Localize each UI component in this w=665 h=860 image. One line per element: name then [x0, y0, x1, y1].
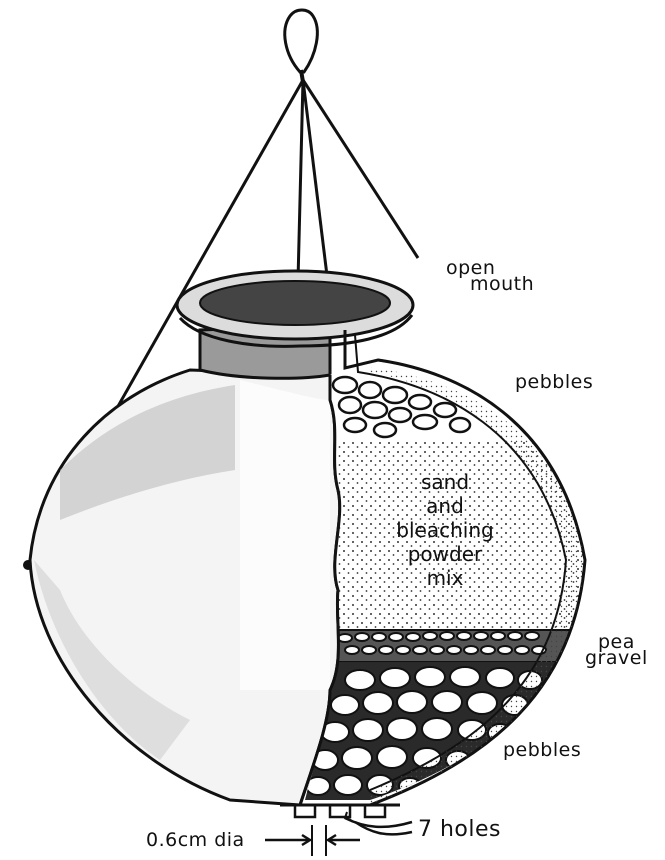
open-mouth-label-line2: mouth — [470, 274, 534, 294]
drain-holes — [295, 805, 385, 817]
sand-mix-line5: mix — [365, 566, 525, 590]
pebble-layer-bottom — [300, 662, 590, 812]
sand-mix-line4: powder — [365, 542, 525, 566]
pea-gravel-label-line2: gravel — [585, 648, 648, 668]
hole-dimension-lines — [312, 825, 326, 856]
holes-count-label: 7 holes — [418, 820, 501, 840]
open-mouth — [200, 281, 390, 325]
sand-mix-line2: and — [365, 494, 525, 518]
pebbles-top-label: pebbles — [515, 372, 593, 392]
sand-mix-label: sand and bleaching powder mix — [365, 470, 525, 590]
hole-diameter-label: 0.6cm dia — [146, 830, 245, 850]
pebbles-bottom-label: pebbles — [503, 740, 581, 760]
sand-mix-line3: bleaching — [365, 518, 525, 542]
hanging-loop — [285, 10, 318, 72]
sand-mix-line1: sand — [365, 470, 525, 494]
